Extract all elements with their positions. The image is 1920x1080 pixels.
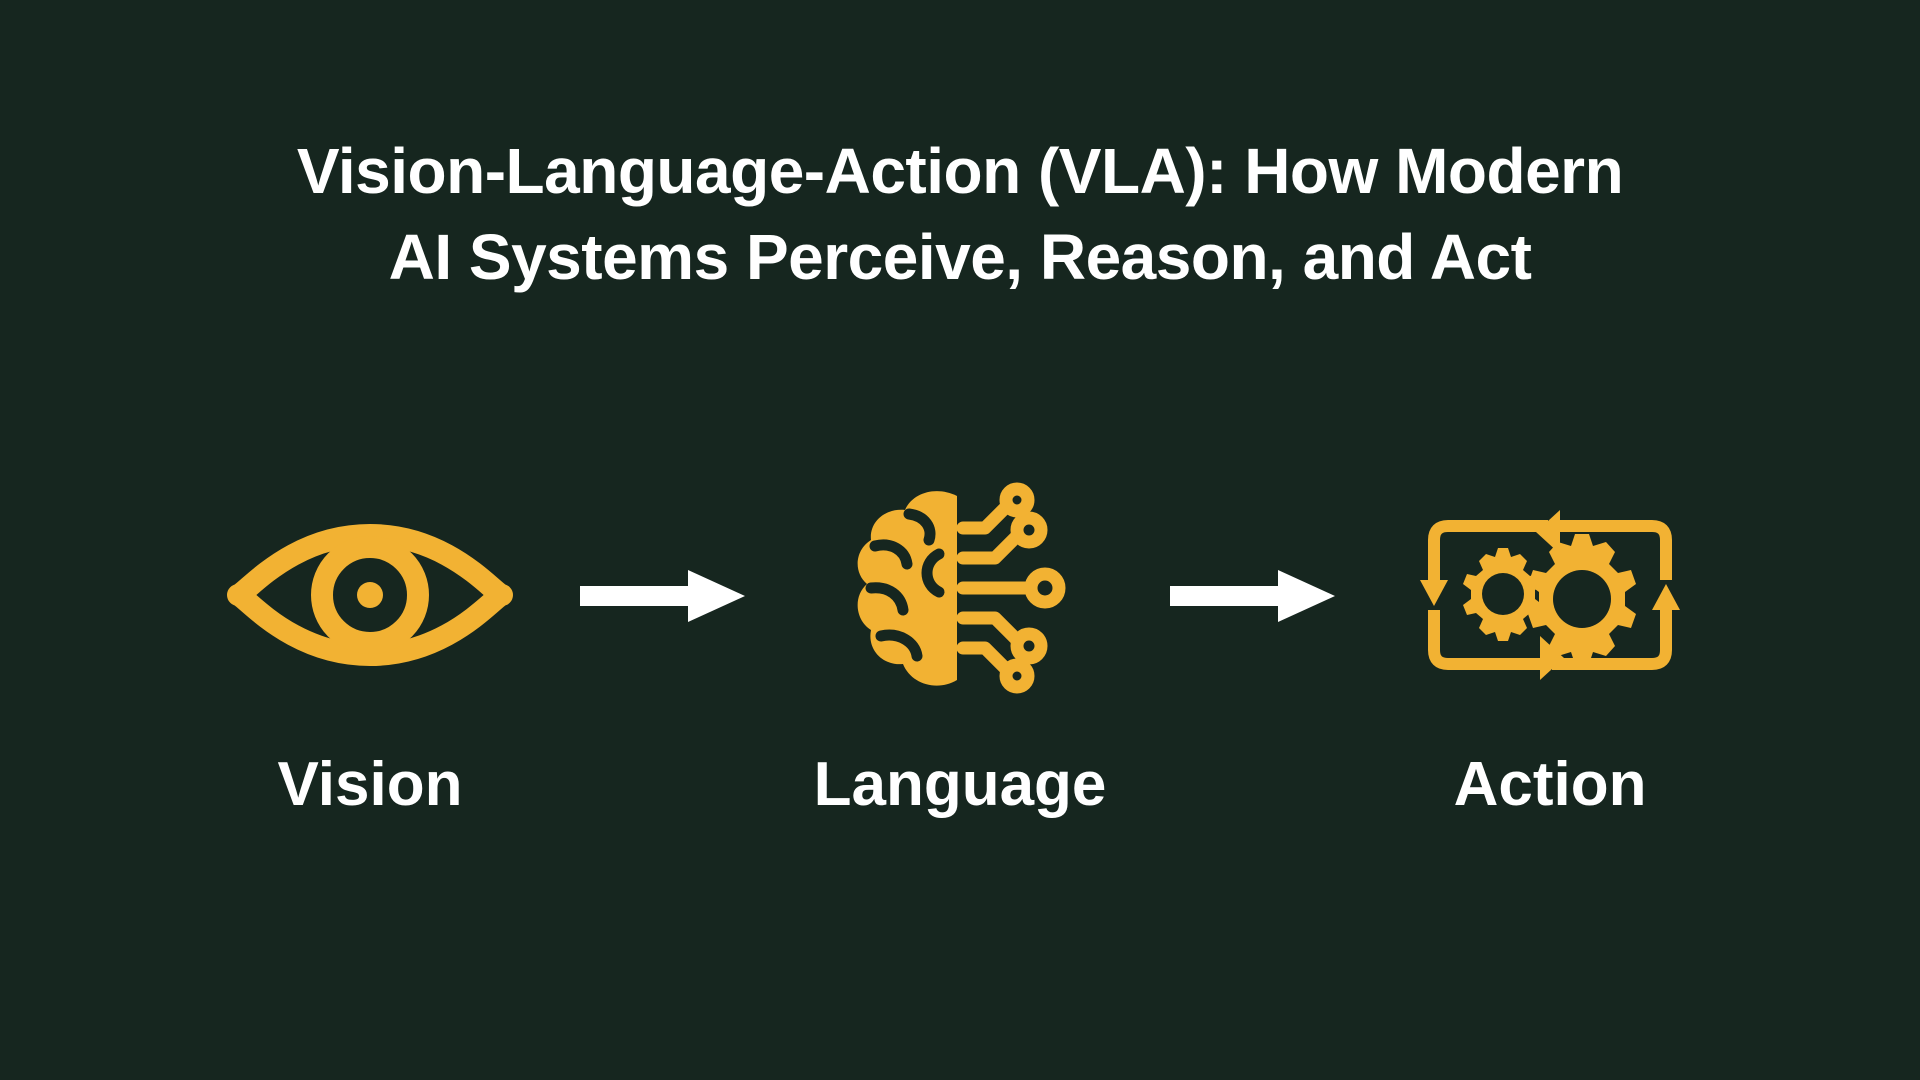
language-icon-slot [845, 470, 1075, 720]
brain-circuit-nodes [999, 482, 1066, 694]
gears-cycle-icon [1420, 510, 1680, 680]
eye-icon [227, 524, 513, 666]
cycle-loop [1428, 520, 1672, 670]
brain-left-lobe [857, 491, 957, 686]
title-line-2: AI Systems Perceive, Reason, and Act [388, 221, 1532, 293]
stage-vision: Vision [190, 470, 550, 820]
stage-label-action: Action [1453, 750, 1647, 819]
brain-circuit-icon [857, 482, 1066, 694]
vla-pipeline: Vision [0, 470, 1920, 890]
gear-small [1463, 548, 1543, 641]
brain-circuit-traces [956, 501, 1038, 675]
title-line-1: Vision-Language-Action (VLA): How Modern [296, 135, 1624, 207]
cycle-arrowheads [1420, 510, 1680, 680]
action-icon-slot [1420, 470, 1680, 720]
gear-large [1528, 534, 1636, 664]
vision-icon-slot [220, 470, 520, 720]
page-title: Vision-Language-Action (VLA): How Modern… [0, 128, 1920, 300]
arrow-right-icon [580, 570, 745, 622]
stage-label-vision: Vision [277, 750, 463, 819]
arrow-right-icon [1170, 570, 1335, 622]
connector-vision-language [550, 470, 780, 720]
connector-language-action [1140, 470, 1370, 720]
stage-label-language: Language [813, 750, 1107, 819]
stage-language: Language [780, 470, 1140, 820]
stage-action: Action [1370, 470, 1730, 820]
